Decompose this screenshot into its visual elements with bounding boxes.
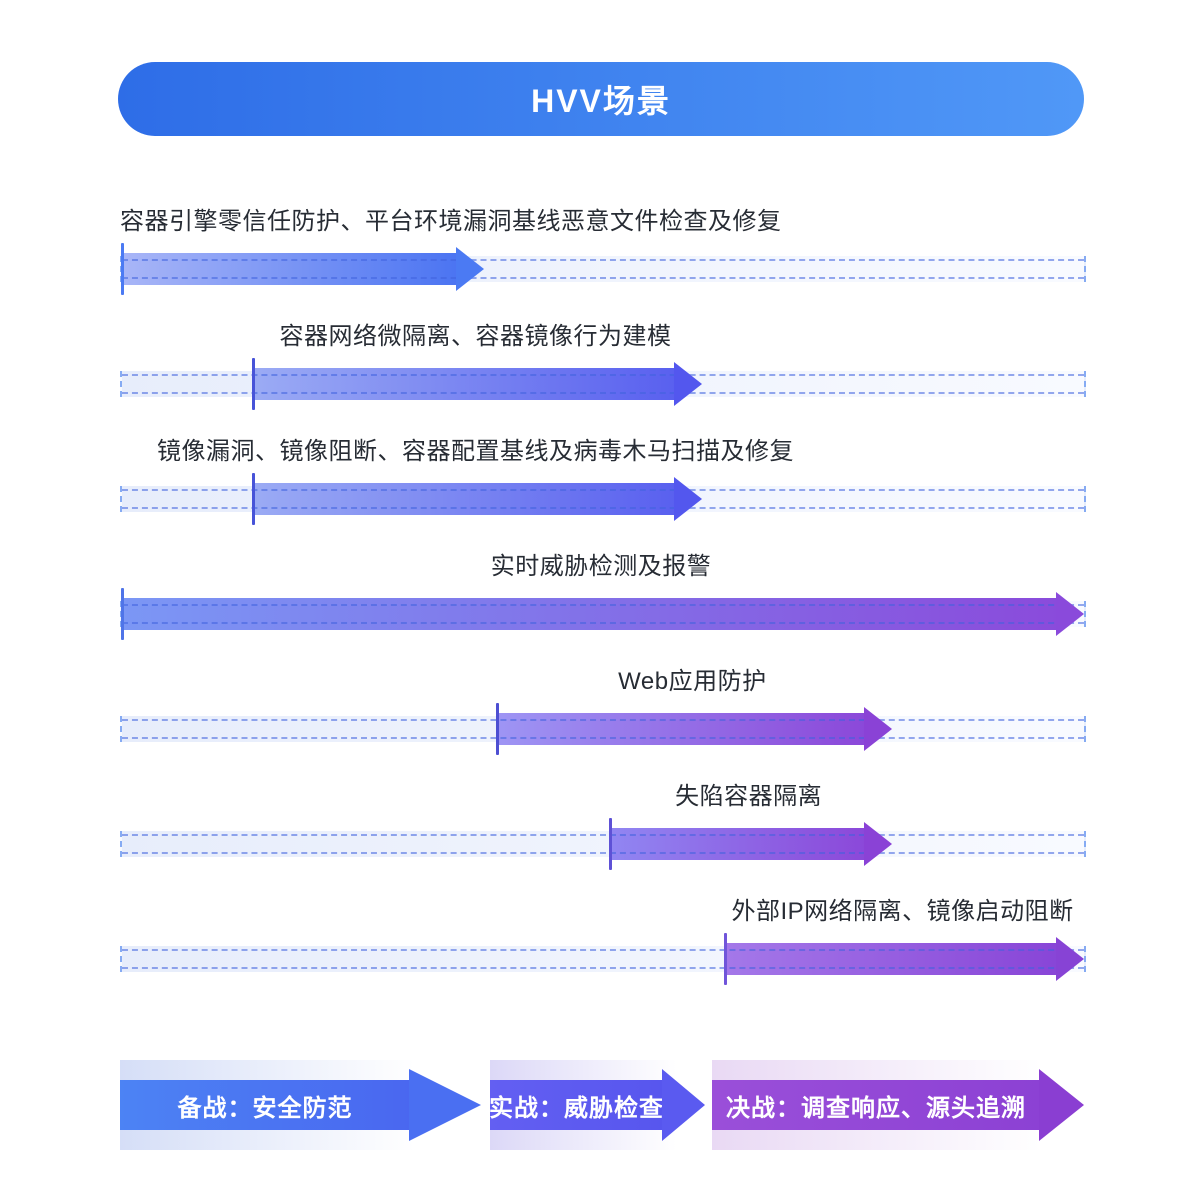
row-arrow-head bbox=[674, 477, 703, 521]
phase-arrow-head bbox=[1039, 1069, 1084, 1141]
row-start-tick bbox=[251, 473, 255, 525]
timeline-row: 容器引擎零信任防护、平台环境漏洞基线恶意文件检查及修复 bbox=[120, 206, 1086, 295]
phase: 备战：安全防范 bbox=[120, 1060, 485, 1150]
phase-bar: 备战：安全防范 实战：威胁检查 决战：调查响应、源头追溯 bbox=[120, 1060, 1085, 1150]
row-arrow-head bbox=[1056, 937, 1084, 981]
phase: 决战：调查响应、源头追溯 bbox=[712, 1060, 1085, 1150]
row-arrow-head bbox=[863, 707, 892, 751]
track-dashes bbox=[122, 374, 1084, 394]
row-track bbox=[120, 243, 1086, 295]
phase-label: 备战：安全防范 bbox=[177, 1094, 353, 1122]
row-label: 镜像漏洞、镜像阻断、容器配置基线及病毒木马扫描及修复 bbox=[156, 438, 794, 465]
row-arrow-body bbox=[252, 368, 677, 400]
row-label: Web应用防护 bbox=[618, 668, 767, 695]
row-arrow-body bbox=[122, 253, 458, 285]
timeline-row: 失陷容器隔离 bbox=[120, 781, 1086, 870]
timeline-row: 实时威胁检测及报警 bbox=[120, 551, 1086, 640]
row-arrow-body bbox=[725, 943, 1058, 975]
row-track bbox=[120, 703, 1086, 755]
track-dashes bbox=[122, 489, 1084, 509]
phase-label: 决战：调查响应、源头追溯 bbox=[726, 1094, 1026, 1122]
row-start-tick bbox=[121, 588, 124, 640]
row-arrow-head bbox=[455, 247, 484, 291]
row-track bbox=[120, 933, 1086, 985]
timeline-row: 镜像漏洞、镜像阻断、容器配置基线及病毒木马扫描及修复 bbox=[120, 436, 1086, 525]
track-dashes bbox=[122, 949, 1084, 969]
timeline-row: 外部IP网络隔离、镜像启动阻断 bbox=[120, 896, 1086, 985]
track-dashes bbox=[122, 604, 1084, 624]
track-dashes bbox=[122, 834, 1084, 854]
phase-arrow-body: 备战：安全防范 bbox=[120, 1080, 410, 1130]
row-start-tick bbox=[608, 818, 612, 870]
row-label: 实时威胁检测及报警 bbox=[490, 553, 712, 580]
row-label: 外部IP网络隔离、镜像启动阻断 bbox=[731, 898, 1074, 925]
phase: 实战：威胁检查 bbox=[489, 1060, 706, 1150]
row-track bbox=[120, 588, 1086, 640]
row-arrow-body bbox=[497, 713, 866, 745]
row-track bbox=[120, 818, 1086, 870]
header-banner: HVV场景 bbox=[118, 62, 1084, 136]
row-arrow-body bbox=[252, 483, 677, 515]
phase-arrow-body: 决战：调查响应、源头追溯 bbox=[712, 1080, 1040, 1130]
page-title: HVV场景 bbox=[531, 83, 671, 119]
row-arrow-head bbox=[674, 362, 703, 406]
track-dashes bbox=[122, 259, 1084, 279]
row-label: 容器网络微隔离、容器镜像行为建模 bbox=[279, 323, 672, 350]
phase-label: 实战：威胁检查 bbox=[489, 1094, 664, 1122]
track-dashes bbox=[122, 719, 1084, 739]
row-arrow-body bbox=[609, 828, 866, 860]
row-start-tick bbox=[496, 703, 500, 755]
row-arrow-head bbox=[1056, 592, 1084, 636]
row-start-tick bbox=[724, 933, 728, 985]
row-label: 失陷容器隔离 bbox=[675, 783, 823, 810]
phase-arrow-head bbox=[409, 1069, 481, 1141]
timeline-row: 容器网络微隔离、容器镜像行为建模 bbox=[120, 321, 1086, 410]
phase-arrow-body: 实战：威胁检查 bbox=[489, 1080, 664, 1130]
row-track bbox=[120, 358, 1086, 410]
row-start-tick bbox=[251, 358, 255, 410]
row-label: 容器引擎零信任防护、平台环境漏洞基线恶意文件检查及修复 bbox=[120, 208, 782, 235]
phase-arrow-head bbox=[662, 1069, 705, 1141]
row-arrow-head bbox=[863, 822, 892, 866]
row-track bbox=[120, 473, 1086, 525]
row-start-tick bbox=[121, 243, 124, 295]
timeline-row: Web应用防护 bbox=[120, 666, 1086, 755]
row-arrow-body bbox=[122, 598, 1058, 630]
